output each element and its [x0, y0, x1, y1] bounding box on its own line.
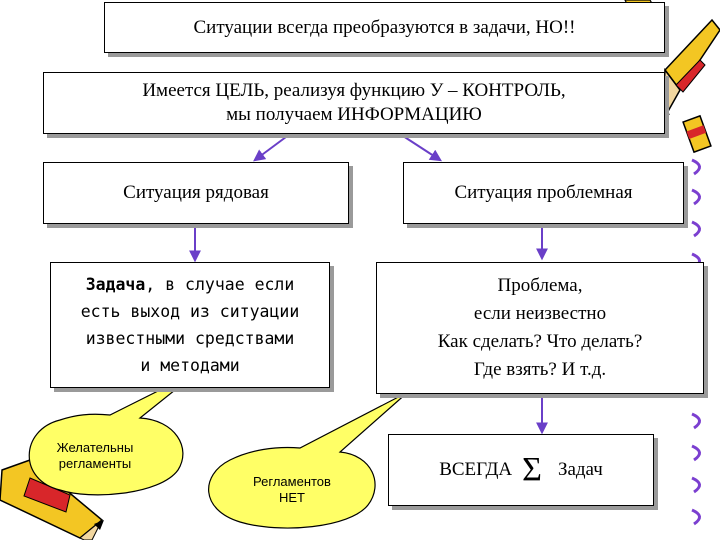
- statement-box: Ситуации всегда преобразуются в задачи, …: [104, 2, 665, 53]
- bubble-left-line-1: Желательны: [56, 440, 134, 455]
- statement-text: Ситуации всегда преобразуются в задачи, …: [193, 16, 576, 38]
- task-line-2: есть выход из ситуации: [80, 302, 300, 321]
- bubble-left-line-2: регламенты: [58, 456, 132, 471]
- bubble-left-text: Желательны регламенты: [30, 440, 160, 472]
- routine-situation-box: Ситуация рядовая: [43, 162, 349, 224]
- arrow-goal-to-problem: [399, 133, 443, 162]
- problem-desc-line-1: Проблема,: [497, 275, 583, 296]
- always-box: ВСЕГДА Σ Задач: [388, 434, 654, 506]
- arrow-goal-to-routine: [253, 133, 291, 162]
- bubble-right-shape: [208, 391, 409, 529]
- task-line-1-rest: , в случае если: [145, 275, 295, 294]
- goal-line-1: Имеется ЦЕЛЬ, реализуя функцию У – КОНТР…: [142, 80, 566, 101]
- problem-desc-line-4: Где взять? И т.д.: [473, 359, 607, 380]
- bubble-right-line-1: Регламентов: [253, 474, 331, 489]
- bubble-right-text: Регламентов НЕТ: [222, 474, 362, 506]
- task-line-3: известными средствами: [85, 329, 295, 348]
- goal-box: Имеется ЦЕЛЬ, реализуя функцию У – КОНТР…: [43, 72, 665, 134]
- task-word: Задача: [85, 275, 146, 294]
- sigma-symbol: Σ: [522, 451, 542, 488]
- bubble-right-line-2: НЕТ: [279, 490, 305, 505]
- problem-situation-box: Ситуация проблемная: [403, 162, 684, 224]
- always-suffix: Задач: [557, 459, 603, 480]
- pencil-icon-right: [661, 18, 720, 154]
- task-box: Задача, в случае если есть выход из ситу…: [50, 262, 330, 388]
- problem-description-box: Проблема, если неизвестно Как сделать? Ч…: [376, 262, 704, 394]
- problem-desc-line-2: если неизвестно: [473, 303, 607, 324]
- task-line-1: Задача, в случае если: [86, 271, 295, 298]
- task-line-4: и методами: [140, 356, 240, 375]
- pencil-icon-bottom-left: [0, 459, 104, 540]
- problem-situation-text: Ситуация проблемная: [454, 182, 633, 203]
- always-prefix: ВСЕГДА: [439, 459, 513, 480]
- bubble-left-shape: [28, 369, 201, 496]
- problem-desc-line-3: Как сделать? Что делать?: [437, 331, 643, 352]
- goal-line-2: мы получаем ИНФОРМАЦИЮ: [226, 104, 482, 125]
- routine-situation-text: Ситуация рядовая: [123, 182, 269, 203]
- flow-arrows: [189, 133, 548, 435]
